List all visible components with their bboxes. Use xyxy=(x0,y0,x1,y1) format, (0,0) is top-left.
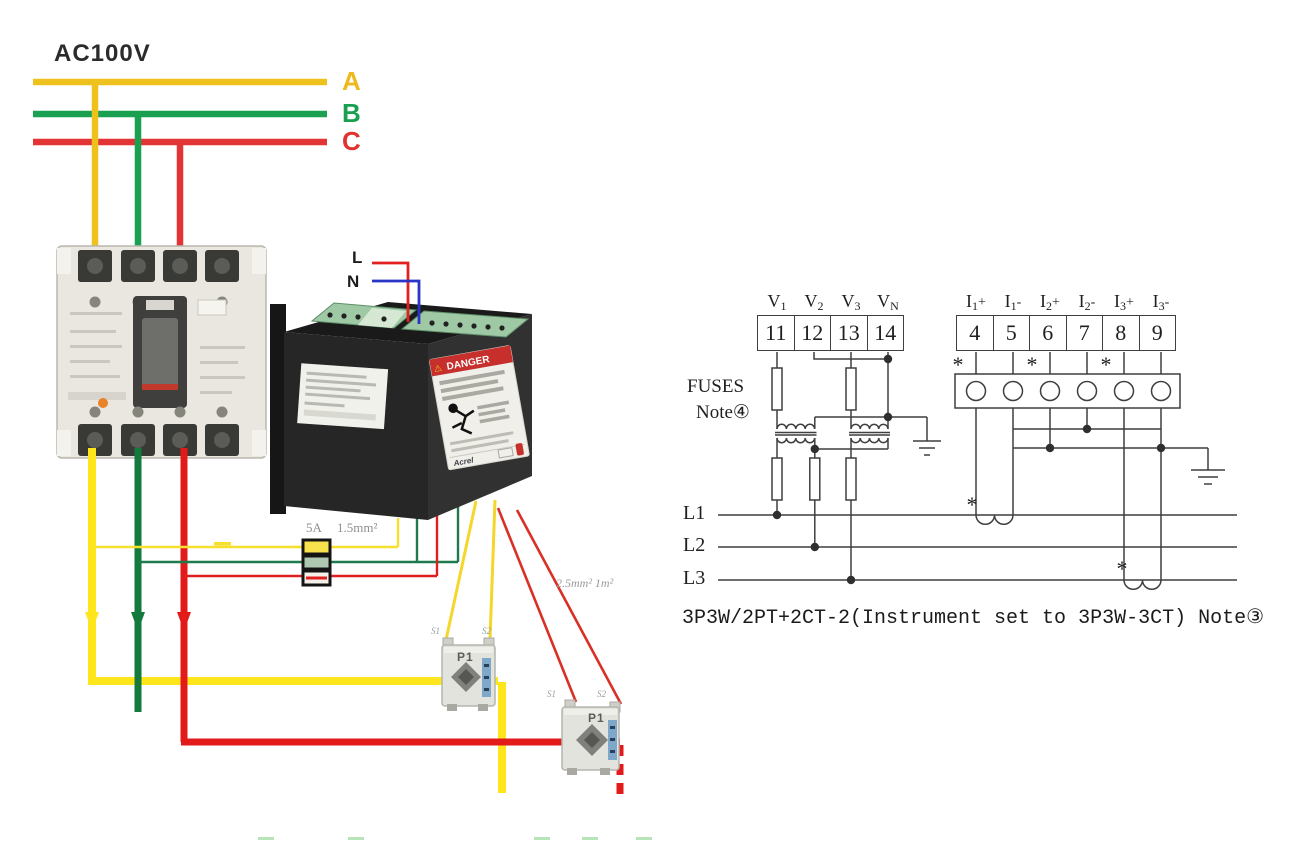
pt1-primary-winding xyxy=(776,437,816,444)
terminal-label-i2p: I2+ xyxy=(1040,291,1060,313)
terminal-label-v1: V1 xyxy=(767,291,787,313)
polarity-mark-t6: * xyxy=(1026,352,1038,377)
breaker-bottom-terminals xyxy=(78,424,239,456)
ct2-s2-label: S2 xyxy=(597,689,606,699)
terminal-label-i2m: I2- xyxy=(1078,291,1096,313)
junction-dots xyxy=(772,354,1166,585)
meter-top-face xyxy=(284,302,532,344)
polarity-mark-t4: * xyxy=(952,352,964,377)
ct-leads xyxy=(444,499,623,705)
neutral-input-label: N xyxy=(347,272,360,291)
bottom-crop-marks xyxy=(258,837,652,840)
live-wire xyxy=(372,261,410,322)
pt2-secondary-winding xyxy=(850,423,889,430)
terminal-label-vn: VN xyxy=(877,291,899,313)
voltage-tap-wires xyxy=(95,504,460,587)
terminal-4: 4 xyxy=(957,316,993,350)
fuse-rating-label: 5A xyxy=(306,520,322,535)
load-wires xyxy=(85,448,624,797)
ct-symbol-l1 xyxy=(975,514,1014,525)
polarity-mark-ct1: * xyxy=(966,492,978,517)
terminal-6: 6 xyxy=(1029,316,1066,350)
phase-b-label: B xyxy=(342,98,361,128)
meter-brand: Acrel xyxy=(452,455,475,468)
schematic-caption: 3P3W/2PT+2CT-2(Instrument set to 3P3W-3C… xyxy=(682,607,1265,630)
ct-lead-note: 2.5mm² 1m² xyxy=(556,576,614,590)
current-transformer-1 xyxy=(441,637,496,711)
terminal-8: 8 xyxy=(1102,316,1139,350)
terminal-label-v2: V2 xyxy=(804,291,824,313)
circuit-breaker xyxy=(56,245,267,459)
ct1-s2-label: S2 xyxy=(482,626,491,636)
terminal-9: 9 xyxy=(1138,316,1175,350)
polarity-mark-ct2: * xyxy=(1116,556,1128,581)
meter-front-sticker xyxy=(297,363,389,430)
shock-figure-icon xyxy=(448,403,475,435)
arrow-a xyxy=(85,612,99,631)
ct-symbol-l3 xyxy=(1123,579,1162,590)
current-transformer-2 xyxy=(561,699,621,775)
power-meter: ⚠ DANGER Acrel xyxy=(270,302,532,520)
line-label-l3: L3 xyxy=(683,567,706,589)
ct2-s1-label: S1 xyxy=(547,689,556,699)
terminal-label-i3m: I3- xyxy=(1152,291,1170,313)
terminal-label-i1p: I1+ xyxy=(966,291,986,313)
voltage-terminal-block: 11 12 13 14 xyxy=(757,315,904,351)
breaker-toggle xyxy=(133,296,187,408)
phase-c-label: C xyxy=(342,126,361,156)
pt2-primary-winding xyxy=(850,437,889,444)
meter-terminal-strips xyxy=(310,302,530,338)
schematic-wiring xyxy=(718,352,1237,590)
fuses-label: FUSES xyxy=(687,376,745,397)
fuse-wire-size-label: 1.5mm² xyxy=(337,520,378,535)
phase-a-label: A xyxy=(342,66,361,96)
ct2-p1-label: P1 xyxy=(588,711,605,725)
danger-header xyxy=(429,345,513,377)
warning-icon: ⚠ xyxy=(433,363,443,374)
source-voltage-label: AC100V xyxy=(54,40,151,67)
current-terminal-block: 4 5 6 7 8 9 xyxy=(956,315,1176,351)
breaker-top-terminals xyxy=(78,250,239,282)
aux-power-wires xyxy=(372,261,421,324)
terminal-12: 12 xyxy=(793,316,830,350)
live-input-label: L xyxy=(352,248,363,267)
ct1-s1-label: S1 xyxy=(431,626,440,636)
terminal-14: 14 xyxy=(866,316,903,350)
arrow-c xyxy=(177,612,191,631)
pt1-secondary-winding xyxy=(776,423,816,430)
terminal-13: 13 xyxy=(830,316,867,350)
terminal-label-i3p: I3+ xyxy=(1114,291,1134,313)
fire-icon xyxy=(515,443,524,456)
meter-danger-sticker: ⚠ DANGER Acrel xyxy=(429,345,530,471)
terminal-label-i1m: I1- xyxy=(1004,291,1022,313)
screw-terminal-strip xyxy=(954,373,1181,409)
breaker-indicator-dot xyxy=(98,398,108,408)
terminal-11: 11 xyxy=(758,316,794,350)
line-label-l2: L2 xyxy=(683,534,706,556)
phase-bus-wires xyxy=(33,78,327,258)
fuses-note-label: Note④ xyxy=(696,402,750,423)
inline-fuse-holders xyxy=(301,538,332,587)
terminal-label-v3: V3 xyxy=(841,291,861,313)
neutral-wire xyxy=(372,279,421,324)
arrow-b xyxy=(131,612,145,631)
terminal-7: 7 xyxy=(1065,316,1102,350)
polarity-mark-t8: * xyxy=(1100,352,1112,377)
ct1-p1-label: P1 xyxy=(457,650,474,664)
terminal-5: 5 xyxy=(992,316,1029,350)
line-label-l1: L1 xyxy=(683,502,706,524)
